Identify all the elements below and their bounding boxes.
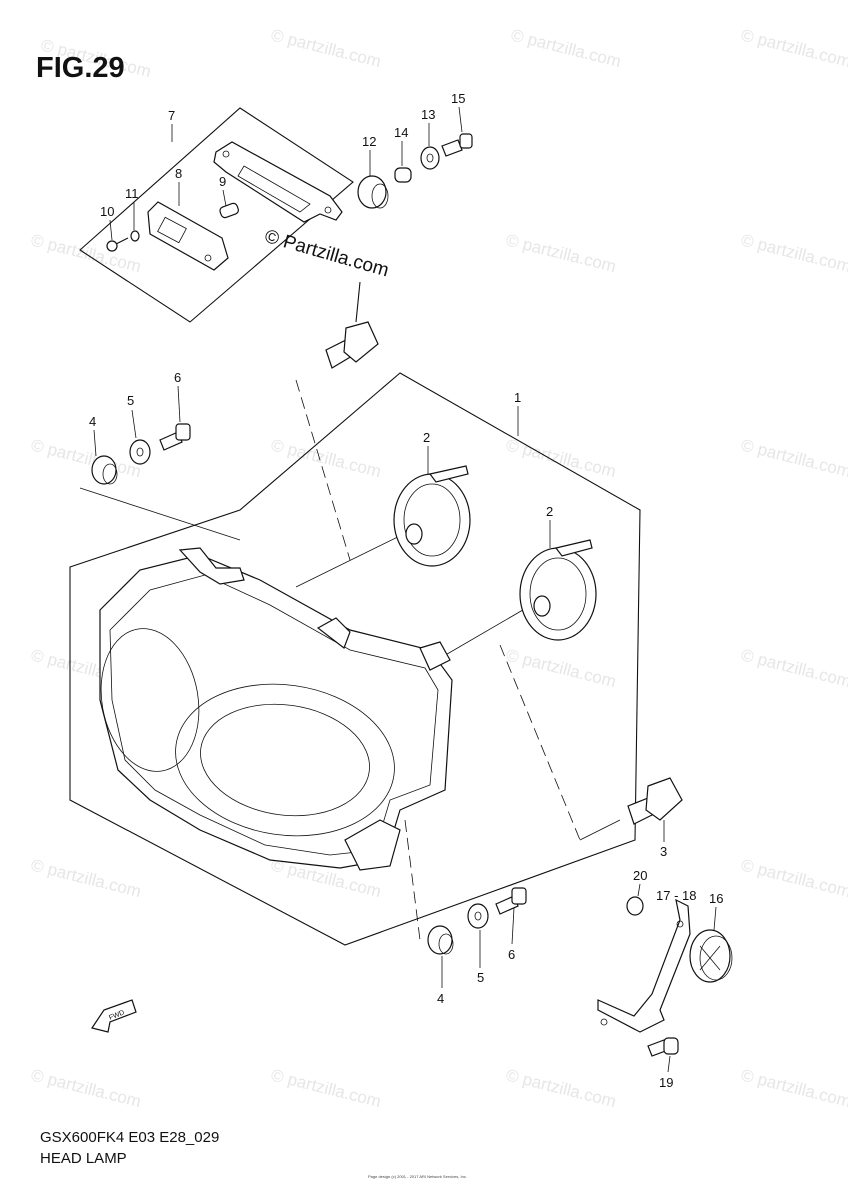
watermark: © partzilla.com (739, 435, 848, 481)
headlamp-housing (99, 547, 453, 871)
cap-16 (689, 929, 733, 983)
model-code: GSX600FK4 E03 E28_029 (40, 1129, 220, 1146)
washer-13 (420, 146, 440, 170)
callout-14: 14 (394, 125, 408, 140)
callout-8: 8 (175, 166, 182, 181)
leader-line (79, 487, 241, 541)
callout-6-upper: 6 (174, 370, 181, 385)
callout-5-lower: 5 (477, 970, 484, 985)
watermark: © partzilla.com (504, 230, 618, 276)
grommet-20 (626, 896, 644, 916)
watermark: © partzilla.com (269, 435, 383, 481)
leader-line (429, 599, 541, 665)
callout-7: 7 (168, 108, 175, 123)
grommet-4-lower (427, 925, 454, 955)
watermark: © partzilla.com (29, 435, 143, 481)
bolt-19 (647, 1037, 679, 1057)
callout-4-lower: 4 (437, 991, 444, 1006)
position-lamp-housing (147, 201, 229, 271)
callout-15: 15 (451, 91, 465, 106)
headlamp-assembly-frame (69, 372, 641, 946)
leader-line (295, 379, 351, 561)
fine-print: Page design (c) 2001 - 2017 ARI Network … (368, 1174, 467, 1179)
callout-2-upper: 2 (423, 430, 430, 445)
figure-title: FIG.29 (36, 52, 125, 84)
callout-17-18: 17 - 18 (656, 888, 696, 903)
reflector-2-lower (519, 539, 597, 641)
position-bulb (219, 202, 239, 219)
callout-20: 20 (633, 868, 647, 883)
callout-16: 16 (709, 891, 723, 906)
callout-6-lower: 6 (508, 947, 515, 962)
forward-arrow-icon: FWD (91, 999, 137, 1033)
position-lamp-bracket (213, 141, 343, 223)
watermark: © partzilla.com (269, 25, 383, 71)
watermark: © partzilla.com (504, 645, 618, 691)
callout-12: 12 (362, 134, 376, 149)
watermark: © partzilla.com (29, 855, 143, 901)
watermark: © partzilla.com (29, 1065, 143, 1111)
bolt-6-lower (495, 887, 527, 915)
callout-2-lower: 2 (546, 504, 553, 519)
screw-10 (106, 237, 129, 252)
callout-1: 1 (514, 390, 521, 405)
callout-11: 11 (125, 186, 139, 201)
position-lamp-frame (79, 107, 354, 323)
watermark: © partzilla.com (504, 1065, 618, 1111)
callout-labels: 1 2 2 3 4 4 5 5 6 6 7 8 9 10 11 12 13 14 (89, 91, 723, 1090)
watermark: © partzilla.com (739, 230, 848, 276)
grommet-4-upper (91, 455, 118, 485)
callout-3: 3 (660, 844, 667, 859)
bolt-15 (441, 133, 473, 157)
leader-line (579, 819, 621, 841)
section-name: HEAD LAMP (40, 1150, 127, 1167)
callout-4-upper: 4 (89, 414, 96, 429)
washer-5-lower (467, 903, 489, 929)
callout-9: 9 (219, 174, 226, 189)
headlamp-bulb-upper (325, 281, 379, 369)
reflector-2-upper (393, 465, 471, 567)
watermark: © partzilla.com (509, 25, 623, 71)
headlamp-bulb-lower (627, 777, 683, 825)
collar-14 (394, 167, 412, 183)
leader-line (404, 819, 421, 941)
watermark: © partzilla.com (269, 1065, 383, 1111)
bolt-6-upper (159, 423, 191, 451)
callout-19: 19 (659, 1075, 673, 1090)
grommet-12 (357, 175, 389, 209)
washer-5-upper (129, 439, 151, 465)
watermark: © partzilla.com (739, 1065, 848, 1111)
watermark: © partzilla.com (739, 25, 848, 71)
watermark: © partzilla.com (739, 855, 848, 901)
washer-11 (130, 230, 140, 242)
callout-13: 13 (421, 107, 435, 122)
watermark: © partzilla.com (739, 645, 848, 691)
callout-10: 10 (100, 204, 114, 219)
bracket-17-18 (597, 898, 691, 1033)
leader-line (295, 529, 413, 588)
callout-5-upper: 5 (127, 393, 134, 408)
